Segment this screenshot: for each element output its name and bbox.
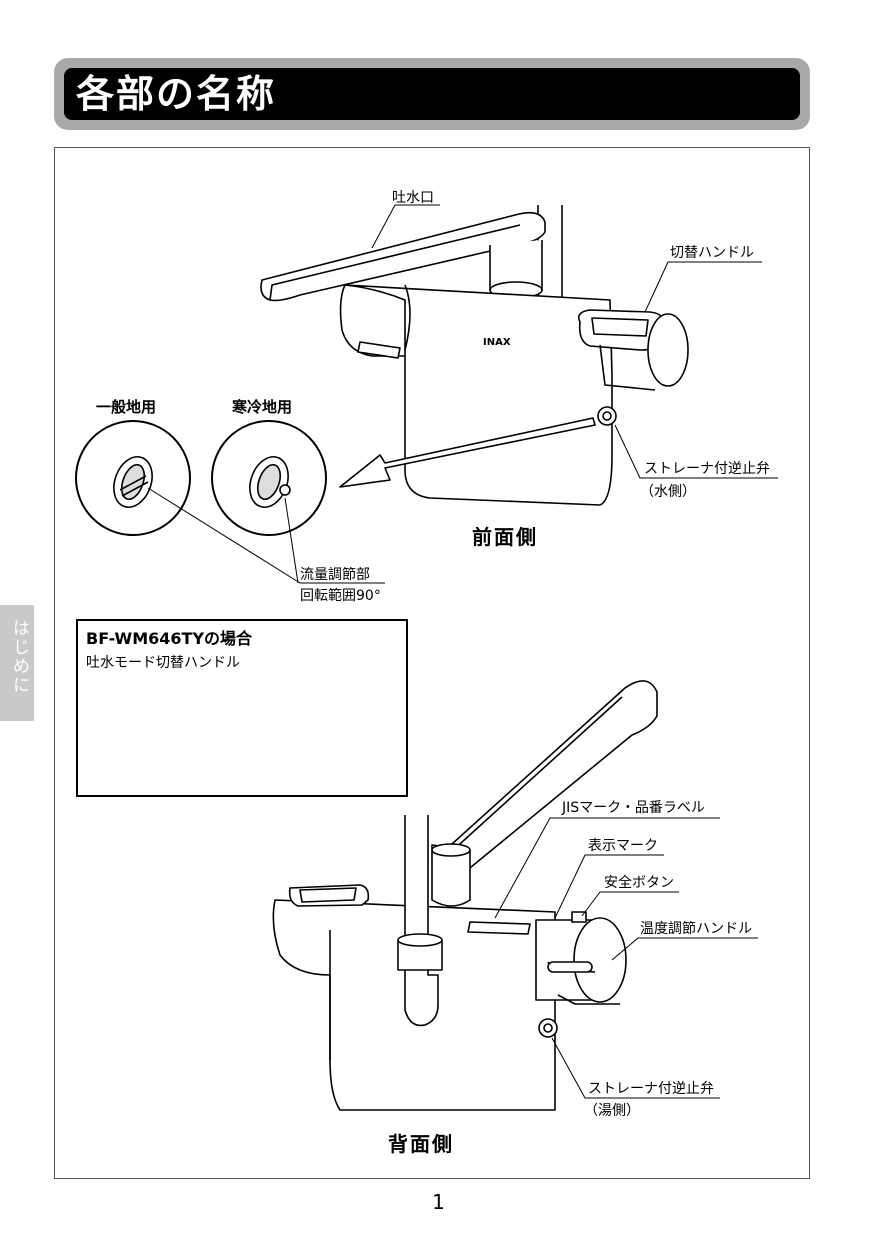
back-caption: 背面側 xyxy=(388,1132,454,1156)
cold-area-label: 寒冷地用 xyxy=(232,398,293,416)
switch-handle-label: 切替ハンドル xyxy=(670,245,754,261)
back-strainer-side: （湯側） xyxy=(584,1103,640,1119)
flow-range-label: 回転範囲90° xyxy=(300,588,381,604)
page-title: 各部の名称 xyxy=(76,72,277,116)
inset-box: BF-WM646TYの場合 xyxy=(76,619,408,797)
content-frame xyxy=(54,147,810,1179)
spout-label: 吐水口 xyxy=(392,190,434,206)
front-strainer-side: （水側） xyxy=(640,484,696,500)
mode-handle-label: 吐水モード切替ハンドル xyxy=(86,655,240,671)
back-strainer-label: ストレーナ付逆止弁 xyxy=(588,1081,714,1097)
inset-title: BF-WM646TYの場合 xyxy=(86,629,253,648)
front-caption: 前面側 xyxy=(472,525,538,549)
side-tab[interactable]: はじめに xyxy=(0,605,34,721)
general-area-label: 一般地用 xyxy=(96,398,157,416)
title-bar-inner xyxy=(64,68,800,120)
jis-label: JISマーク・品番ラベル xyxy=(562,800,705,816)
front-strainer-label: ストレーナ付逆止弁 xyxy=(644,461,770,477)
page-number: 1 xyxy=(432,1190,445,1214)
indicator-label: 表示マーク xyxy=(588,838,658,854)
temp-handle-label: 温度調節ハンドル xyxy=(640,921,752,937)
side-tab-label: はじめに xyxy=(9,619,29,695)
safety-button-label: 安全ボタン xyxy=(604,875,674,891)
brand-mark: INAX xyxy=(483,337,511,348)
flow-control-label: 流量調節部 xyxy=(300,567,370,583)
